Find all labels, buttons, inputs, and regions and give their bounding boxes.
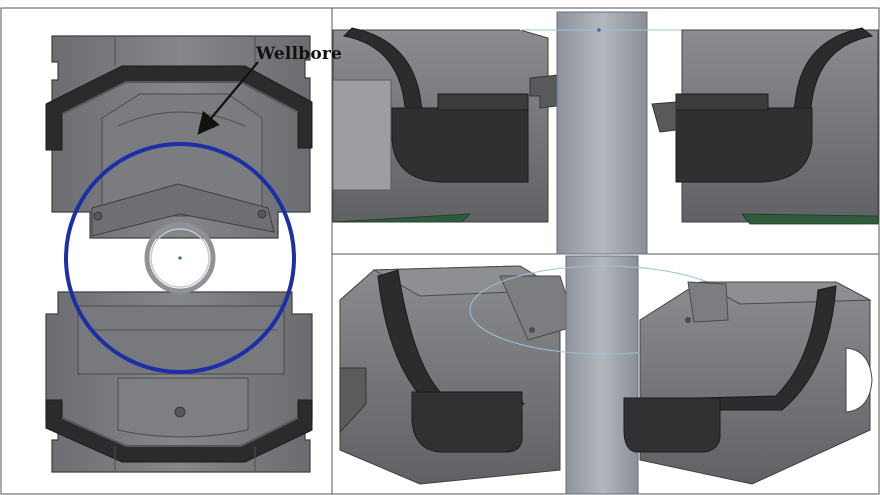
wellbore-circle [64,142,296,374]
section-left-ram [332,27,575,223]
wellbore-callout-label: Wellbore [256,44,343,64]
isometric-view-panel [339,255,873,495]
outer-frame [0,7,880,495]
upper-ram-block [45,35,313,239]
section-view-panel [332,11,879,255]
iso-left-ram [339,265,577,485]
iso-right-ram [623,281,873,485]
top-view-panel [45,35,313,473]
section-right-ram [651,27,879,225]
iso-pipe [565,255,639,495]
lower-ram-block [45,291,313,473]
section-pipe [556,11,648,255]
pipe-center-point [178,256,182,260]
pipe-cross-section [144,222,216,294]
callout-arrow [197,61,259,135]
